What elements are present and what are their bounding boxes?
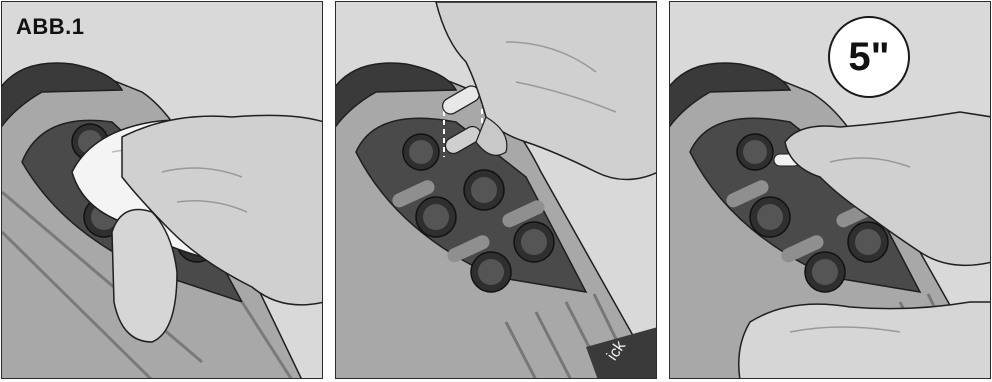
step-panel-clean: ABB.1 [1,1,323,379]
step-panel-press: 5" [669,1,991,379]
figure-label: ABB.1 [16,14,85,40]
placing-pad-illustration [336,2,657,379]
timer-duration-text: 5" [848,35,889,80]
step-panel-place-pad: ick [335,1,657,379]
cleaning-illustration [2,2,323,379]
timer-badge: 5" [828,16,910,98]
